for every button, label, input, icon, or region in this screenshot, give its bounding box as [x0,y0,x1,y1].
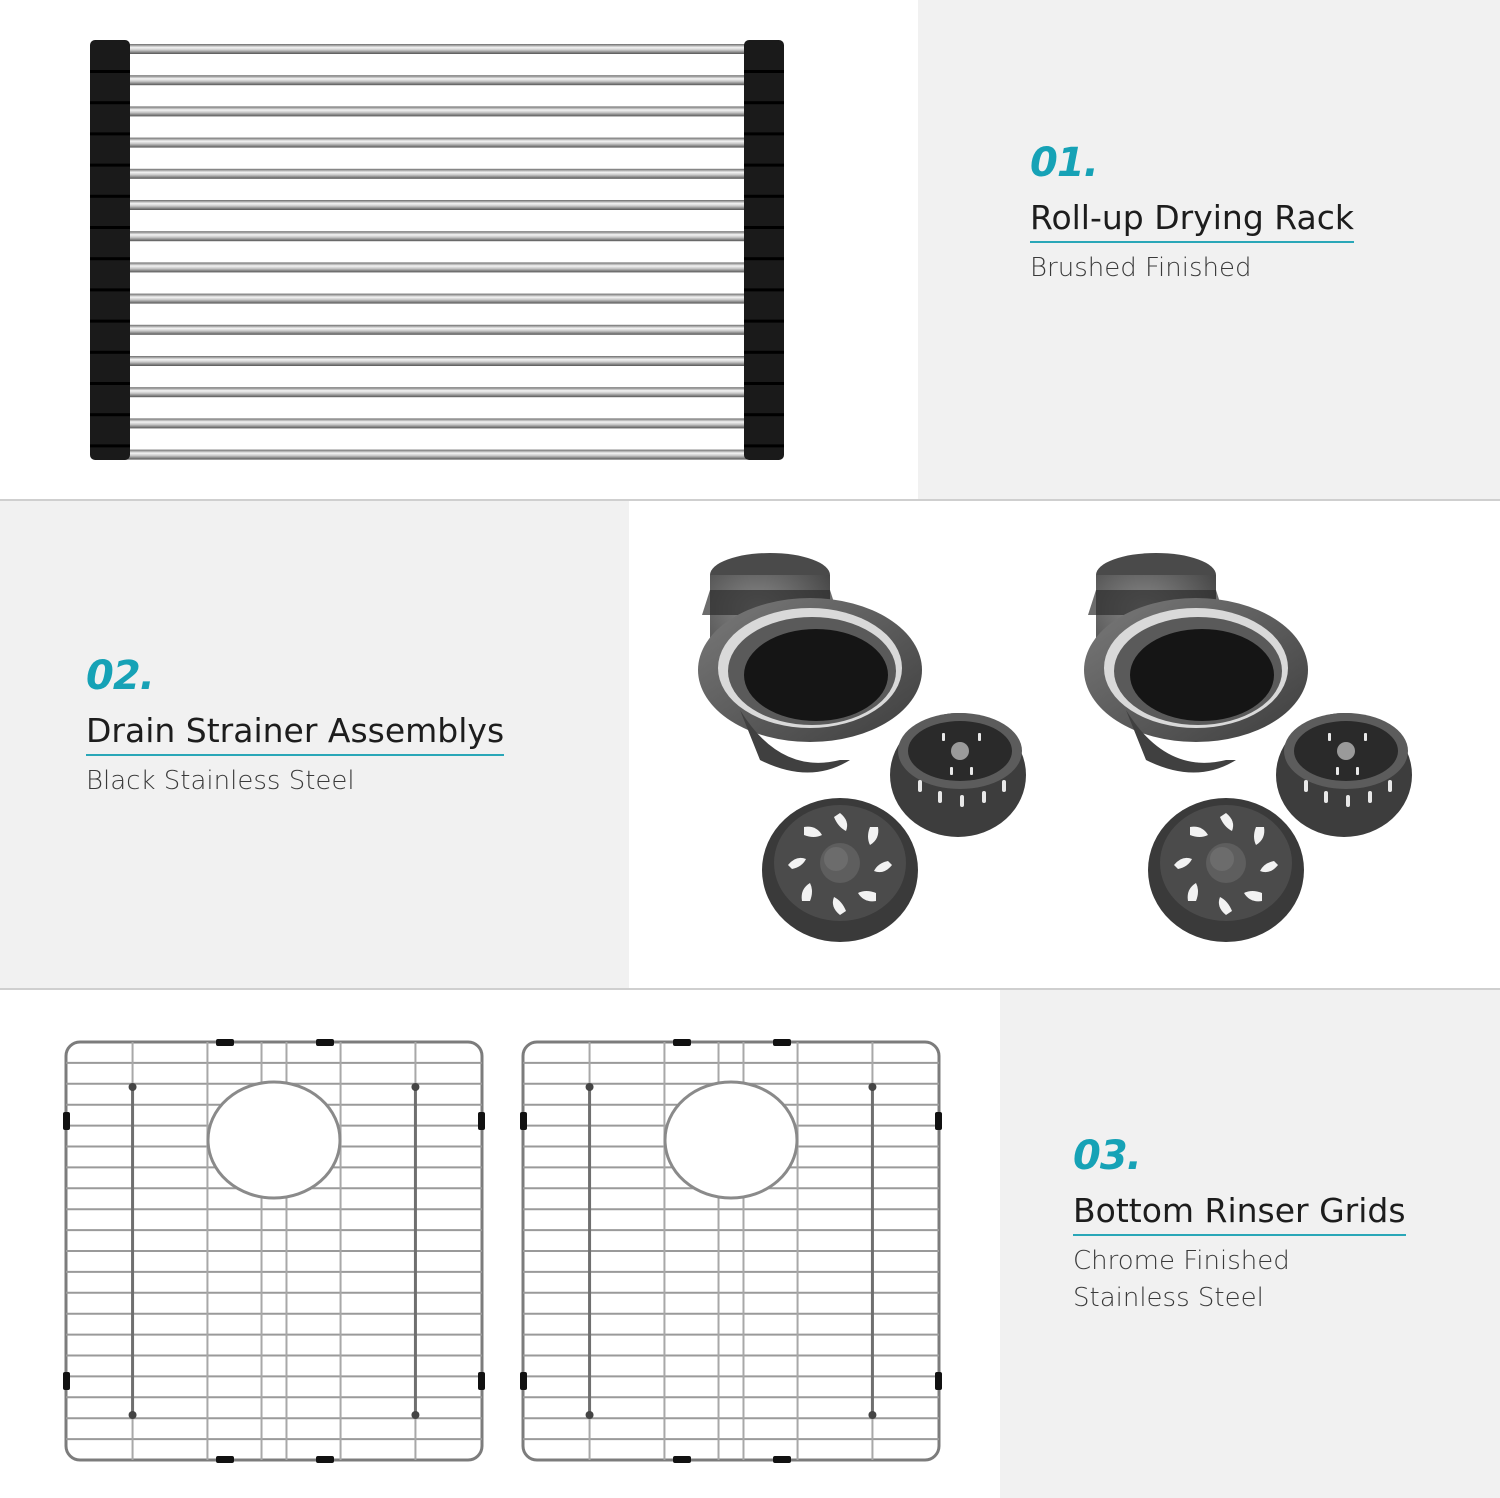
grid-bumper [935,1372,942,1390]
rack-cap-segment [90,163,130,167]
grid-foot [411,1083,420,1091]
rack-rod [118,293,758,304]
bottom-rinser-grids-image [63,1039,942,1463]
grid-bumper [478,1372,485,1390]
grid-bumper [63,1112,70,1130]
rack-cap-segment [90,382,130,385]
drain-strainer-assemblies-image [698,553,1412,942]
section-2-text-panel [0,501,629,988]
rack-rod [118,106,758,117]
grid-drain-ring [663,1080,799,1200]
grid-bumper [520,1372,527,1390]
section-2-subtitle-line-1: Black Stainless Steel [86,766,355,796]
grid-foot [868,1083,877,1091]
grid-foot [868,1411,877,1419]
rack-cap-segment [744,288,784,292]
rack-cap-segment [744,132,784,136]
rack-cap-segment [90,101,130,105]
rack-rod [118,231,758,242]
strainer-assembly-left [698,553,1026,942]
rack-end-cap [744,40,784,460]
grid-bumper [216,1456,234,1463]
grid-bumper [316,1456,334,1463]
rack-rod [118,168,758,179]
rack-rod [118,262,758,273]
rack-rod [118,200,758,210]
rack-rod [118,137,758,148]
rack-cap-segment [744,70,784,73]
rack-cap-segment [744,226,784,229]
rack-end-cap [90,40,130,460]
rack-rod [118,449,758,460]
rack-cap-segment [744,382,784,385]
rack-rod [118,356,758,366]
grid-foot [128,1083,137,1091]
rack-rods [118,44,758,460]
rinser-grid-left [63,1039,485,1463]
rack-cap-segment [744,101,784,105]
rack-cap-segment [90,257,130,261]
rack-cap-segment [744,444,784,448]
grid-foot [128,1411,137,1419]
grid-bumper [63,1372,70,1390]
rack-cap-segment [744,194,784,198]
grid-bumper [478,1112,485,1130]
grid-foot [411,1411,420,1419]
section-3-subtitle-line-2: Stainless Steel [1073,1283,1264,1313]
grid-bumper [520,1112,527,1130]
rack-cap-segment [90,70,130,73]
grid-bumper [935,1112,942,1130]
rack-cap-segment [744,350,784,354]
rinser-grid-right [520,1039,942,1463]
section-3-text: 03. Bottom Rinser Grids Chrome Finished … [1073,1136,1406,1317]
rack-rod [118,75,758,86]
rack-cap-segment [90,444,130,448]
rack-cap-segment [744,257,784,261]
roll-up-drying-rack-image [90,40,784,460]
rack-rod [118,387,758,398]
rack-silicone-frame [90,40,784,460]
section-1-text: 01. Roll-up Drying Rack Brushed Finished [1030,143,1354,287]
section-1-number: 01. [1030,140,1099,186]
grid-bumper [673,1456,691,1463]
section-2-text: 02. Drain Strainer Assemblys Black Stain… [86,653,505,800]
rack-rod [118,418,758,429]
rack-cap-segment [90,319,130,323]
section-3-title: Bottom Rinser Grids [1073,1194,1406,1236]
rack-cap-segment [90,350,130,354]
grid-bumper [673,1039,691,1046]
section-divider-2 [0,988,1500,990]
rack-cap-segment [744,413,784,417]
grid-bumper [316,1039,334,1046]
section-3-text-panel [1000,990,1500,1498]
grid-foot [585,1411,594,1419]
rack-cap-segment [90,226,130,229]
section-3-number: 03. [1073,1133,1142,1179]
grid-bumper [773,1456,791,1463]
section-2-title: Drain Strainer Assemblys [86,714,505,756]
grid-drain-ring [206,1080,342,1200]
rack-cap-segment [744,163,784,167]
rack-cap-segment [90,413,130,417]
rack-rod [118,44,758,54]
section-2-number: 02. [86,653,155,699]
section-1-text-panel [918,0,1500,499]
rack-cap-segment [90,288,130,292]
section-1-title: Roll-up Drying Rack [1030,201,1354,243]
rack-cap-segment [90,132,130,136]
rack-cap-segment [744,319,784,323]
strainer-assembly-right [1084,553,1412,942]
grid-bumper [773,1039,791,1046]
grid-bumper [216,1039,234,1046]
section-divider-1 [0,499,1500,501]
grid-foot [585,1083,594,1091]
section-1-subtitle-line-1: Brushed Finished [1030,253,1252,283]
section-3-subtitle-line-1: Chrome Finished [1073,1246,1290,1276]
rack-rod [118,324,758,335]
rack-cap-segment [90,194,130,198]
